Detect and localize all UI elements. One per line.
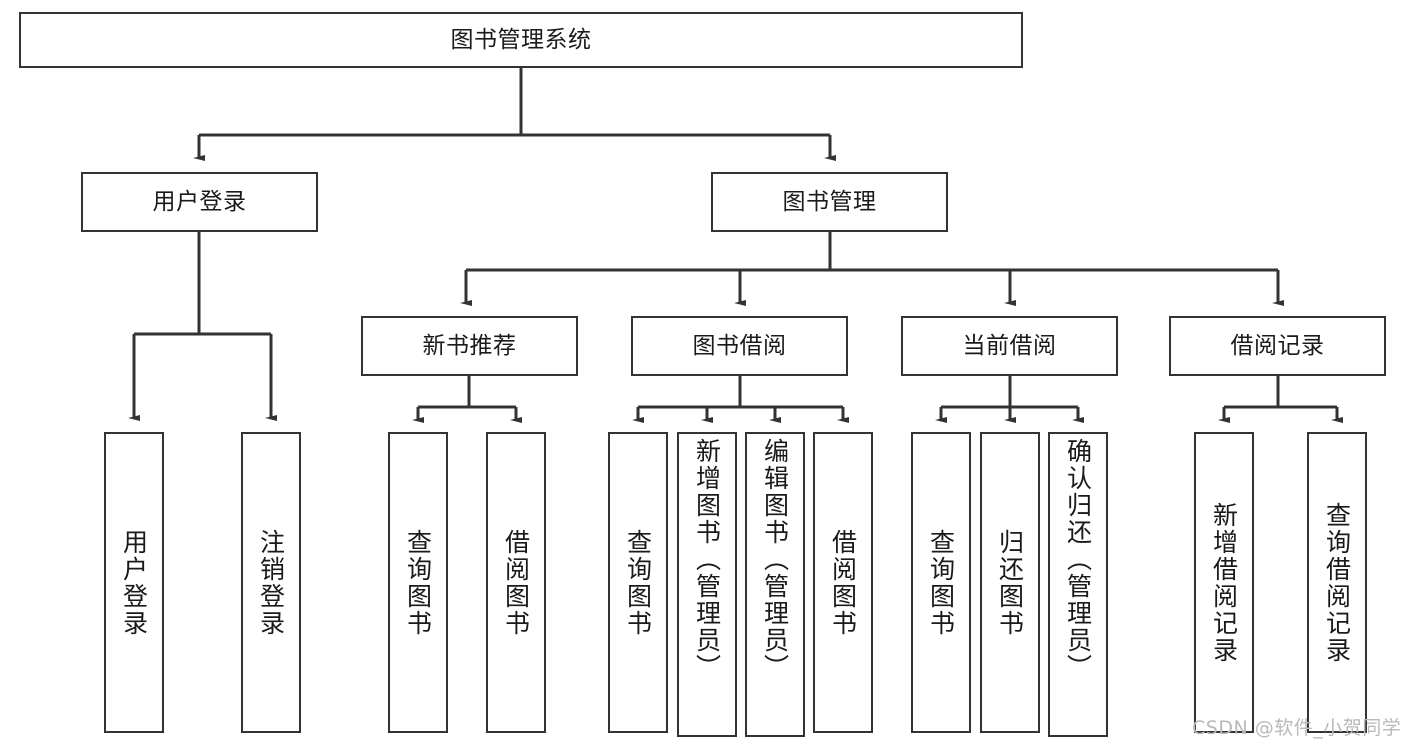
node-leaf-confirm-return-label: 确认归还（管理员） [1063,438,1093,681]
node-leaf-borrow-book-1-label: 借阅图书 [501,528,531,637]
node-leaf-query-record[interactable]: 查询借阅记录 [1307,432,1367,733]
node-book-borrow-label: 图书借阅 [692,332,787,359]
node-leaf-borrow-book-1[interactable]: 借阅图书 [486,432,546,733]
node-borrow-record-label: 借阅记录 [1230,332,1325,359]
node-leaf-add-book[interactable]: 新增图书（管理员） [677,432,737,737]
node-leaf-logout-label: 注销登录 [256,528,286,637]
node-leaf-logout[interactable]: 注销登录 [241,432,301,733]
node-root[interactable]: 图书管理系统 [19,12,1023,68]
node-leaf-add-book-label: 新增图书（管理员） [692,438,722,681]
node-leaf-query-book-2[interactable]: 查询图书 [608,432,668,733]
node-leaf-add-record-label: 新增借阅记录 [1209,501,1239,664]
node-leaf-add-record[interactable]: 新增借阅记录 [1194,432,1254,733]
node-leaf-query-book-1[interactable]: 查询图书 [388,432,448,733]
node-user-login[interactable]: 用户登录 [81,172,318,232]
node-root-label: 图书管理系统 [450,26,592,53]
csdn-watermark: CSDN @软件_小贺同学 [1192,717,1402,739]
node-leaf-borrow-book-2-label: 借阅图书 [828,528,858,637]
node-new-book-recommend-label: 新书推荐 [422,332,517,359]
node-leaf-return-book-label: 归还图书 [995,528,1025,637]
node-new-book-recommend[interactable]: 新书推荐 [361,316,578,376]
node-current-borrow-label: 当前借阅 [962,332,1057,359]
node-leaf-query-record-label: 查询借阅记录 [1322,501,1352,664]
node-leaf-confirm-return[interactable]: 确认归还（管理员） [1048,432,1108,737]
node-current-borrow[interactable]: 当前借阅 [901,316,1118,376]
node-leaf-query-book-1-label: 查询图书 [403,528,433,637]
node-leaf-return-book[interactable]: 归还图书 [980,432,1040,733]
node-leaf-query-book-2-label: 查询图书 [623,528,653,637]
node-leaf-user-login-label: 用户登录 [119,528,149,637]
node-leaf-user-login[interactable]: 用户登录 [104,432,164,733]
node-leaf-edit-book-label: 编辑图书（管理员） [760,438,790,681]
node-user-login-label: 用户登录 [152,188,247,215]
node-leaf-query-book-3-label: 查询图书 [926,528,956,637]
node-borrow-record[interactable]: 借阅记录 [1169,316,1386,376]
node-leaf-query-book-3[interactable]: 查询图书 [911,432,971,733]
node-book-borrow[interactable]: 图书借阅 [631,316,848,376]
node-leaf-edit-book[interactable]: 编辑图书（管理员） [745,432,805,737]
node-leaf-borrow-book-2[interactable]: 借阅图书 [813,432,873,733]
node-book-manage[interactable]: 图书管理 [711,172,948,232]
node-book-manage-label: 图书管理 [782,188,877,215]
